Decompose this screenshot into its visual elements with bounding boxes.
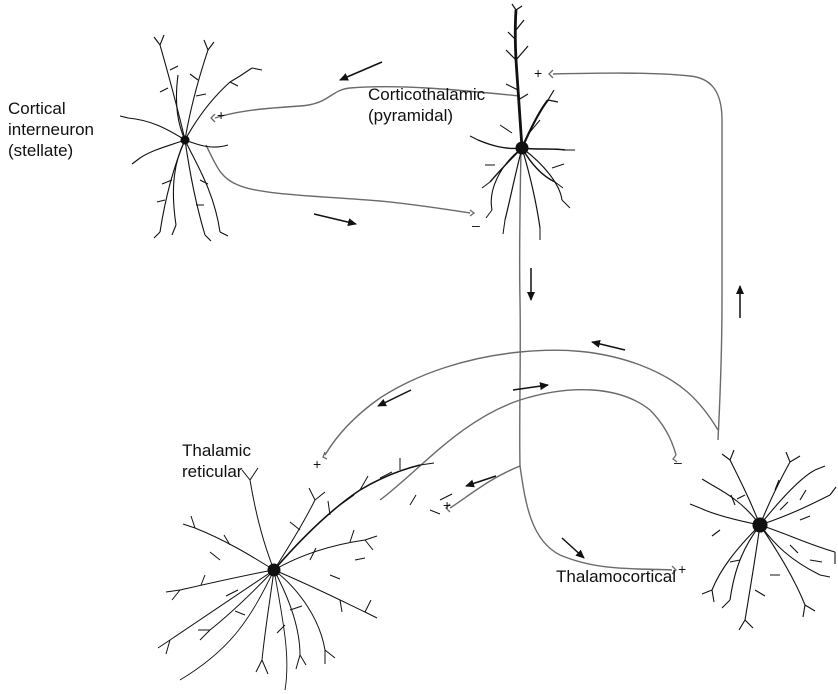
label-corticothalamic: Corticothalamic (pyramidal) xyxy=(368,84,485,126)
label-line: interneuron xyxy=(8,119,94,140)
thalamocortical-neuron xyxy=(690,450,836,630)
label-line: (pyramidal) xyxy=(368,105,485,126)
axon-interneuron-to-corticothalamic xyxy=(206,145,470,213)
axon-branch-to-reticular-lower xyxy=(450,466,520,508)
arrow-reticular-left xyxy=(378,390,411,406)
label-line: Thalamocortical xyxy=(556,566,676,587)
sign-plus-interneuron: + xyxy=(217,108,225,122)
bouton-corticothalamic-plus xyxy=(549,70,553,78)
corticothalamic-neuron xyxy=(470,4,575,240)
sign-minus-thalamocortical: – xyxy=(674,455,682,469)
label-line: (stellate) xyxy=(8,140,94,161)
label-line: Cortical xyxy=(8,98,94,119)
axon-thalamocortical-ascending xyxy=(553,73,722,440)
axon-branch-to-thalamocortical xyxy=(520,466,672,570)
arrow-to-thalamocortical-upper xyxy=(513,385,548,390)
bouton-corticothalamic-minus xyxy=(470,210,474,216)
label-line: Thalamic xyxy=(182,440,251,461)
axon-reticular-to-thalamocortical xyxy=(380,390,676,500)
label-thalamic-reticular: Thalamic reticular xyxy=(182,440,251,482)
axon-pathways xyxy=(206,73,722,570)
cortical-interneuron-neuron xyxy=(120,35,262,241)
arrow-to-thalamocortical-lower xyxy=(562,538,584,558)
thalamic-reticular-neuron xyxy=(158,458,452,690)
sign-plus-corticothalamic: + xyxy=(534,66,542,80)
arrow-collateral-left xyxy=(592,342,625,350)
sign-minus-corticothalamic: – xyxy=(472,218,480,232)
arrow-to-corticothalamic xyxy=(314,214,356,224)
arrow-to-interneuron xyxy=(340,62,382,80)
sign-plus-thalamocortical: + xyxy=(678,562,686,576)
label-line: Corticothalamic xyxy=(368,84,485,105)
sign-plus-reticular-lower: + xyxy=(443,498,451,512)
sign-plus-reticular-upper: + xyxy=(313,457,321,471)
label-thalamocortical: Thalamocortical xyxy=(556,566,676,587)
bouton-interneuron-plus xyxy=(211,114,215,122)
label-cortical-interneuron: Cortical interneuron (stellate) xyxy=(8,98,94,161)
axon-corticothalamic-descending xyxy=(520,150,521,466)
label-line: reticular xyxy=(182,461,251,482)
